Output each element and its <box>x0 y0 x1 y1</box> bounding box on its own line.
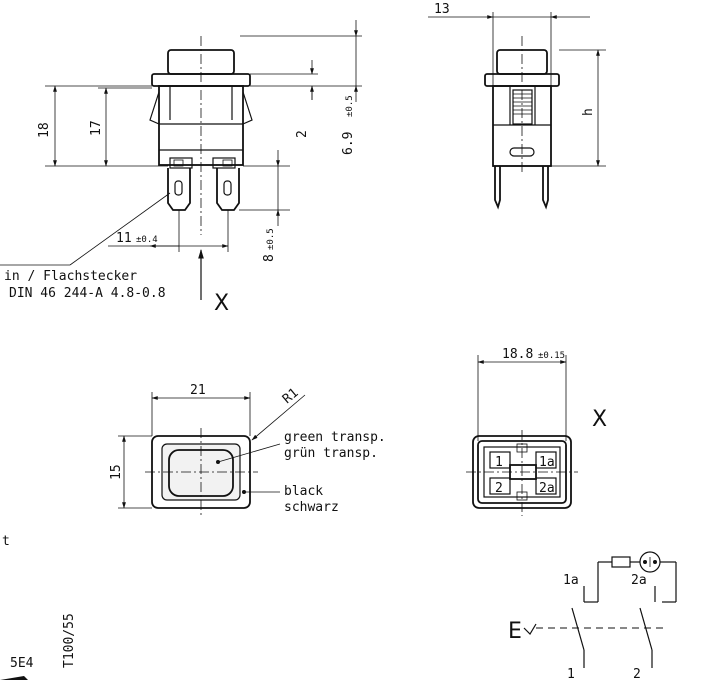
bottom-dim-width-tol: ±0.15 <box>538 351 565 361</box>
top-dim-radius: R1 <box>280 386 302 408</box>
sheet-code: 5E4 <box>10 656 34 671</box>
top-dim-width: 21 <box>190 383 206 398</box>
front-view: 18 17 2 6.9 ±0.5 8 ±0.5 11 ±0.4 in / Fla… <box>0 20 362 316</box>
terminal-box-1 <box>489 451 511 469</box>
top-view: 21 15 R1 green transp. grün transp. blac… <box>109 383 386 518</box>
schematic-terminal-2a: 2a <box>631 573 647 588</box>
schematic-terminal-1a: 1a <box>563 573 579 588</box>
lens-color-en: green transp. <box>284 430 386 445</box>
bottom-view: 1 1a 2 2a 18.8 ±0.15 X <box>466 347 607 516</box>
terminal-tab-left <box>167 168 191 211</box>
lens-color-de: grün transp. <box>284 446 378 461</box>
tab-note-line2: DIN 46 244-A 4.8-0.8 <box>9 286 166 301</box>
terminal-box-2a <box>535 477 557 495</box>
drawing-code: T100/55 <box>62 613 77 668</box>
switch-contact-1 <box>571 607 585 651</box>
schematic-terminal-1: 1 <box>567 667 575 682</box>
terminal-box-1a <box>535 451 557 469</box>
terminal-tab-right <box>216 168 240 211</box>
side-dim-width: 13 <box>434 2 450 17</box>
dim-depth-main: 6.9 <box>341 132 356 155</box>
dim-height-body: 17 <box>89 120 104 136</box>
dim-pin-length: 8 <box>262 254 277 262</box>
side-view: 13 h <box>428 2 606 210</box>
logo-mark <box>0 676 28 680</box>
terminal-box-2 <box>489 477 511 495</box>
schematic-terminal-2: 2 <box>633 667 641 682</box>
tab-note-line1: in / Flachstecker <box>4 269 137 284</box>
bottom-terminal-2a: 2a <box>539 481 555 496</box>
frame-color-de: schwarz <box>284 500 339 515</box>
frame-color-en: black <box>284 484 323 499</box>
dim-pin-spacing-tol: ±0.4 <box>136 235 158 245</box>
bottom-dim-width: 18.8 <box>502 347 533 362</box>
top-dim-height: 15 <box>109 464 124 480</box>
side-dim-h: h <box>581 108 596 116</box>
dim-pin-length-tol: ±0.5 <box>266 228 276 250</box>
switch-contact-2 <box>639 607 653 651</box>
bottom-terminal-1: 1 <box>495 455 503 470</box>
margin-notes: t T100/55 5E4 <box>0 534 77 680</box>
resistor-symbol <box>611 556 631 568</box>
dim-height-total: 18 <box>37 122 52 138</box>
circuit-schematic: 1a 2a 1 2 E <box>508 551 677 682</box>
view-arrow-label: X <box>214 291 229 316</box>
bottom-terminal-1a: 1a <box>539 455 555 470</box>
dim-depth-tol: ±0.5 <box>345 95 355 117</box>
dim-pin-spacing: 11 <box>116 231 132 246</box>
bottom-terminal-2: 2 <box>495 481 503 496</box>
schematic-actuator-label: E <box>508 619 522 644</box>
margin-fragment: t <box>2 534 10 549</box>
dim-cap: 2 <box>295 130 310 138</box>
bottom-view-label: X <box>592 407 607 432</box>
